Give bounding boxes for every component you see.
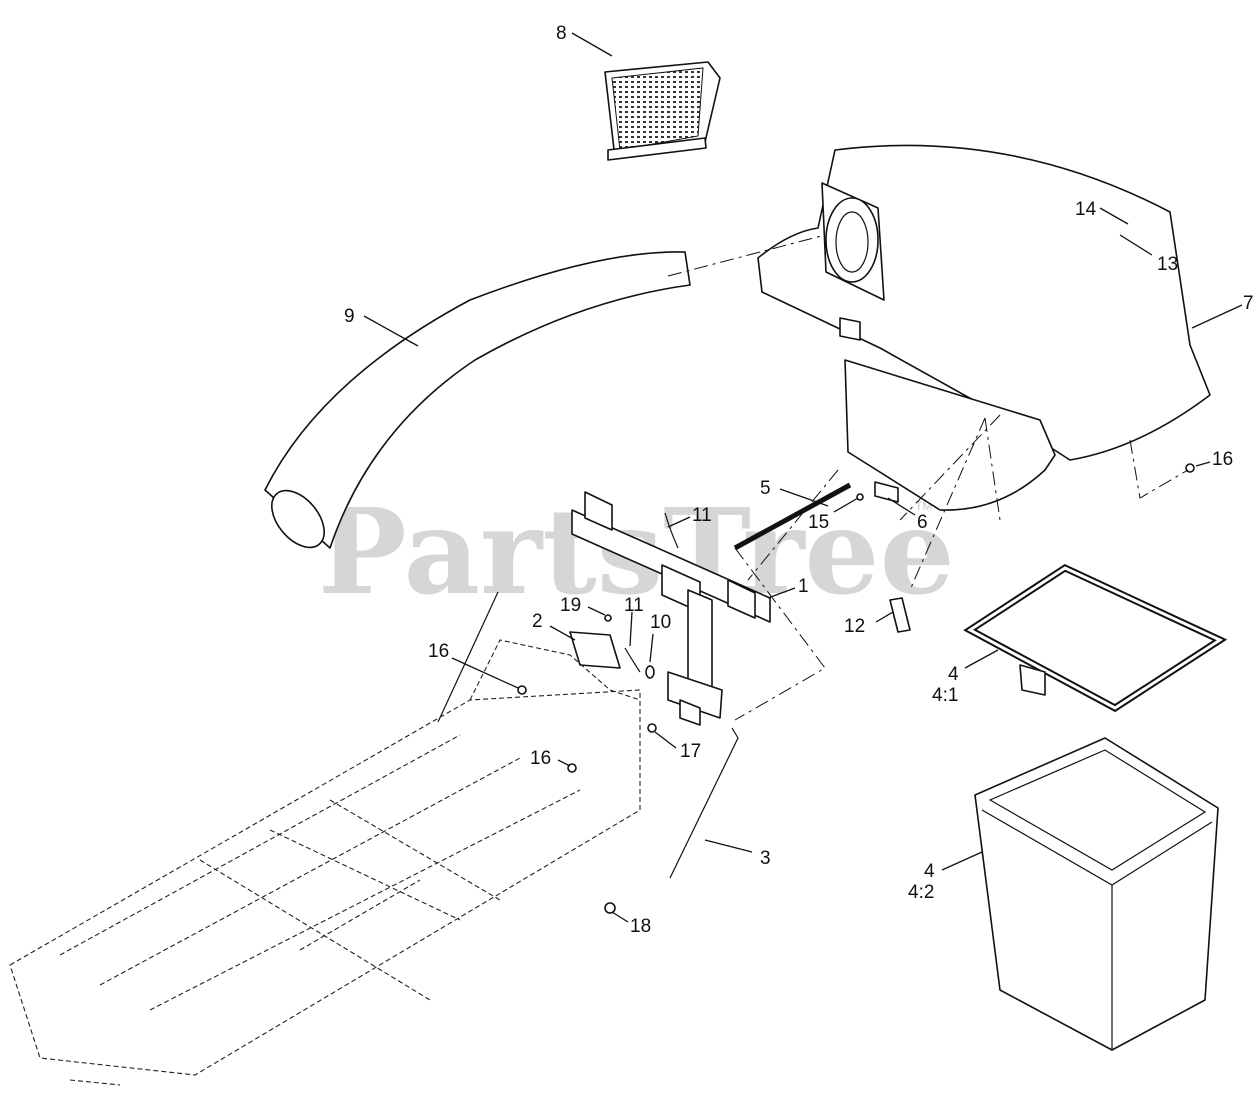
- callout-3[interactable]: 3: [760, 848, 771, 869]
- callout-7[interactable]: 7: [1243, 293, 1254, 314]
- part-10-washer[interactable]: [645, 665, 655, 679]
- assembly-guide-lines: [734, 414, 1189, 721]
- part-4-2-bag[interactable]: [974, 737, 1219, 1051]
- callout-17[interactable]: 17: [680, 741, 701, 762]
- part-2-plate[interactable]: [569, 631, 621, 669]
- chute-connection-line: [667, 234, 826, 277]
- callout-4-frame[interactable]: 4: [948, 664, 959, 685]
- callout-4-2[interactable]: 4:2: [908, 882, 934, 903]
- part-4-1-bag-frame[interactable]: [963, 564, 1228, 713]
- callout-leaders: [363, 32, 1243, 923]
- callout-11-lower[interactable]: 11: [624, 595, 644, 616]
- callout-16-upper[interactable]: 16: [428, 641, 449, 662]
- callout-9[interactable]: 9: [344, 306, 355, 327]
- part-9-chute[interactable]: [261, 251, 691, 557]
- part-17-bolt[interactable]: [647, 723, 657, 733]
- part-12-clip[interactable]: [889, 597, 911, 633]
- tractor-frame: [9, 639, 641, 1086]
- part-18-bolt[interactable]: [604, 902, 616, 914]
- part-1-bracket[interactable]: [571, 491, 771, 726]
- part-6-plate[interactable]: [874, 481, 899, 503]
- callout-8[interactable]: 8: [556, 23, 567, 44]
- callout-14[interactable]: 14: [1075, 199, 1097, 220]
- callout-12[interactable]: 12: [844, 616, 865, 637]
- callout-2[interactable]: 2: [532, 611, 543, 632]
- callout-5[interactable]: 5: [760, 478, 771, 499]
- callout-10[interactable]: 10: [650, 612, 671, 633]
- part-8-screen[interactable]: [604, 61, 721, 161]
- callout-labels: 8 9 14 13 7 16 5 15 6 11 1 12 19 11 10 2…: [344, 23, 1254, 937]
- part-16-nut-upper[interactable]: [517, 685, 527, 695]
- part-5-pin[interactable]: [733, 482, 852, 551]
- callout-11-upper[interactable]: 11: [692, 505, 712, 526]
- callout-19[interactable]: 19: [560, 595, 581, 616]
- part-7-hood[interactable]: [757, 144, 1211, 511]
- callout-6[interactable]: 6: [917, 512, 928, 533]
- part-15-washer[interactable]: [856, 493, 864, 501]
- callout-4-1[interactable]: 4:1: [932, 685, 958, 706]
- callout-16-lower[interactable]: 16: [530, 748, 551, 769]
- part-11-hairpin-upper[interactable]: [664, 512, 679, 549]
- callout-18[interactable]: 18: [630, 916, 651, 937]
- callout-13[interactable]: 13: [1157, 254, 1178, 275]
- callout-4-bag[interactable]: 4: [924, 861, 935, 882]
- callout-16-right[interactable]: 16: [1212, 449, 1233, 470]
- callout-15[interactable]: 15: [808, 512, 829, 533]
- part-3-rod-mirror: [437, 591, 499, 723]
- part-11-hairpin-lower[interactable]: [624, 647, 641, 673]
- part-3-rod[interactable]: [669, 727, 739, 879]
- part-19-screw[interactable]: [604, 614, 612, 622]
- callout-1[interactable]: 1: [798, 576, 809, 597]
